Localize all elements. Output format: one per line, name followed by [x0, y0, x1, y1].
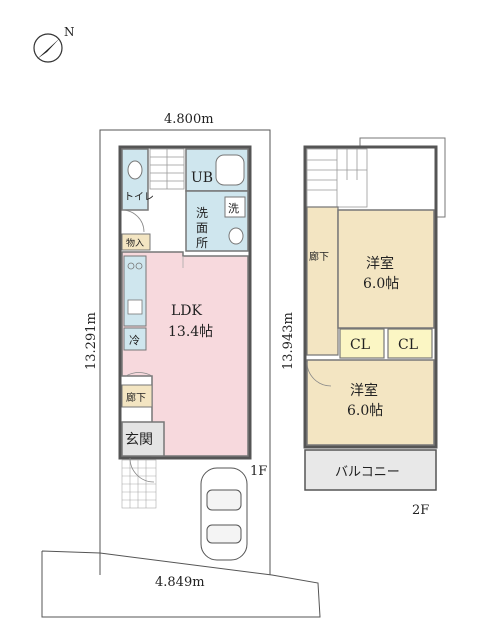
floor1-label: 1F — [250, 464, 267, 479]
ldk-name: LDK — [171, 303, 203, 319]
fridge-box — [123, 327, 147, 351]
sink-icon — [228, 227, 244, 245]
western-room-1 — [337, 209, 435, 329]
storage-room — [121, 233, 151, 251]
door-swing-room2 — [306, 361, 332, 387]
fridge-label: 冷 — [129, 334, 140, 347]
balcony-label: バルコニー — [335, 465, 400, 480]
washer-mark: 洗 — [228, 202, 239, 215]
balcony — [304, 449, 437, 491]
closet-2-label: CL — [398, 337, 418, 353]
hall-1f — [121, 384, 153, 408]
storage-label: 物入 — [126, 237, 144, 249]
door-swing-entrance — [129, 457, 155, 483]
stairs-2f — [306, 148, 368, 208]
western-room-2 — [306, 359, 435, 446]
floor2: 廊下 洋室 6.0帖 CL CL 洋室 6.0帖 バルコニー 2F — [303, 137, 446, 518]
closet-1-label: CL — [350, 337, 370, 353]
washroom-line-3: 所 — [196, 236, 208, 250]
stairs-1f — [149, 148, 185, 190]
compass-ring — [33, 33, 63, 63]
door-swing-toilet — [121, 209, 145, 233]
room1-name: 洋室 — [366, 255, 394, 272]
entrance — [121, 421, 165, 457]
depth-2f-label: 13.943m — [281, 312, 296, 370]
closet-1 — [339, 328, 385, 359]
width-bottom-label: 4.849m — [155, 575, 205, 590]
toilet-label: トイレ — [124, 192, 154, 203]
site-boundary — [41, 129, 321, 618]
washer-icon — [224, 196, 246, 218]
kitchen-sink-icon — [127, 299, 143, 315]
ldk-size: 13.4帖 — [168, 324, 213, 340]
hall-2f — [306, 206, 339, 356]
washroom-line-1: 洗 — [196, 206, 208, 220]
washroom-line-2: 面 — [196, 221, 208, 235]
stove-burner-icon — [135, 262, 143, 270]
closet-2 — [387, 328, 433, 359]
porch-tiles — [121, 459, 157, 509]
depth-1f-label: 13.291m — [84, 312, 99, 370]
stove-burner-icon — [127, 262, 135, 270]
roof-outline — [359, 137, 446, 218]
bath-label: UB — [191, 170, 213, 186]
width-top-label: 4.800m — [164, 112, 214, 127]
compass-needle — [37, 38, 60, 59]
floor1: トイレ UB 洗 洗 面 所 物入 LDK 13.4帖 — [118, 145, 267, 561]
toilet-bowl-icon — [127, 160, 143, 180]
north-label: N — [64, 25, 75, 39]
road-outline — [41, 550, 321, 618]
floor2-label: 2F — [412, 503, 429, 518]
compass: N — [33, 25, 75, 63]
car-icon — [200, 467, 248, 561]
ldk-room — [121, 251, 249, 457]
room2-size: 6.0帖 — [347, 403, 383, 419]
hall-2f-label: 廊下 — [309, 250, 329, 263]
door-swing-ldk — [125, 372, 153, 377]
room1-size: 6.0帖 — [363, 276, 399, 292]
bathtub-icon — [215, 154, 245, 186]
kitchen-counter — [123, 255, 147, 327]
hall-1f-label: 廊下 — [126, 391, 146, 404]
entrance-label: 玄関 — [125, 431, 153, 448]
room2-name: 洋室 — [350, 382, 378, 399]
